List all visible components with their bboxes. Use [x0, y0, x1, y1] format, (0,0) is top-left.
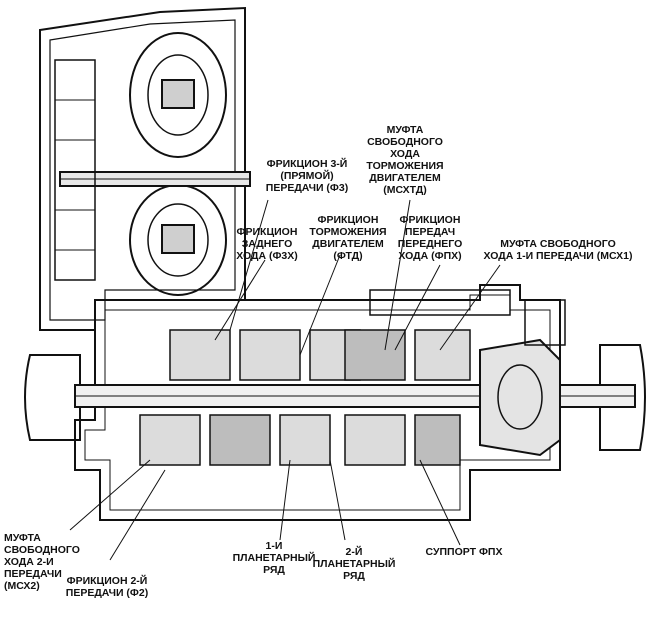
label-fpx: ФРИКЦИОН ПЕРЕДАЧ ПЕРЕДНЕГО ХОДА (ФПХ) [397, 214, 463, 262]
label-mcxtd: МУФТА СВОБОДНОГО ХОДА ТОРМОЖЕНИЯ ДВИГАТЕ… [366, 124, 444, 196]
label-support: СУППОРТ ФПХ [425, 546, 503, 558]
clutch-packs-lower [139, 414, 461, 466]
upper-right-housing [369, 289, 511, 316]
leader-lines [69, 199, 501, 561]
converter-housing [39, 6, 246, 331]
label-mcx1: МУФТА СВОБОДНОГО ХОДА 1-И ПЕРЕДАЧИ (МСХ1… [483, 238, 633, 262]
right-axle-end [599, 344, 646, 451]
differential [479, 338, 561, 457]
label-ftd: ФРИКЦИОН ТОРМОЖЕНИЯ ДВИГАТЕЛЕМ (ФТД) [309, 214, 387, 262]
label-f2: ФРИКЦИОН 2-Й ПЕРЕДАЧИ (Ф2) [65, 575, 149, 599]
label-planet2: 2-Й ПЛАНЕТАРНЫЙ РЯД [312, 546, 396, 582]
label-f3: ФРИКЦИОН 3-Й (ПРЯМОЙ) ПЕРЕДАЧИ (Ф3) [265, 158, 349, 194]
converter-torus-upper [129, 32, 227, 158]
label-f3x: ФРИКЦИОН ЗАДНЕГО ХОДА (Ф3Х) [236, 226, 298, 262]
valve-body [54, 59, 96, 281]
main-case [74, 284, 561, 521]
label-planet1: 1-И ПЛАНЕТАРНЫЙ РЯД [232, 540, 316, 576]
label-mcx2: МУФТА СВОБОДНОГО ХОДА 2-И ПЕРЕДАЧИ (МСХ2… [4, 532, 80, 592]
left-axle-end [24, 354, 81, 441]
clutch-packs-upper [169, 329, 471, 381]
